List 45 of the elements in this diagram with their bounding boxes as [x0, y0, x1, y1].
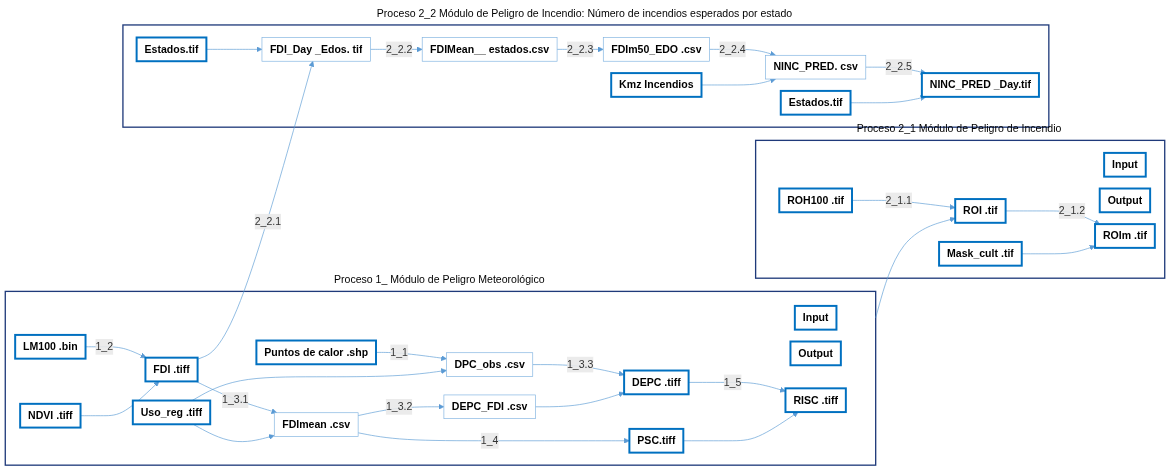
- node-box: Input: [1103, 151, 1147, 178]
- edge-label: 1_3.3: [566, 358, 594, 370]
- edge-label: 2_2.2: [385, 43, 413, 55]
- node-label: Proceso 1_ Módulo de Peligro Meteorológico: [333, 274, 545, 286]
- edge-label: 1_3.2: [385, 400, 413, 413]
- node-box: ROIm .tif: [1094, 223, 1156, 249]
- node-box: Kmz Incendios: [610, 72, 703, 98]
- edge-label: 2_2.4: [719, 43, 746, 55]
- node-box: PSC.tiff: [628, 427, 685, 454]
- node-box: Input: [793, 304, 838, 331]
- node-box: DPC_obs .csv: [446, 352, 534, 377]
- edge-label: 2_2.1: [254, 215, 282, 227]
- edge-label: 2_2.5: [885, 61, 912, 73]
- node-box: DEPC .tiff: [623, 369, 690, 396]
- node-box: FDI .tiff: [144, 356, 199, 383]
- node-box: Uso_reg .tiff: [131, 399, 212, 426]
- node-box: NINC_PRED. csv: [765, 54, 867, 80]
- edge-label: 2_1.1: [885, 194, 912, 206]
- node-box: ROI .tif: [954, 198, 1007, 224]
- edge-label: 1_3.1: [222, 394, 249, 406]
- node-box: LM100 .bin: [14, 333, 87, 360]
- cluster: [754, 139, 1166, 279]
- edge-label: 1_1: [390, 346, 408, 358]
- cluster: [4, 290, 877, 466]
- node-box: FDI_Day _Edos. tif: [261, 37, 371, 62]
- node-box: ROH100 .tif: [778, 187, 853, 214]
- node-box: FDIm50_EDO .csv: [602, 37, 710, 62]
- node-box: FDImean .csv: [273, 412, 359, 437]
- node-box: NINC_PRED _Day.tif: [920, 72, 1040, 98]
- edge-label: 2_2.3: [566, 43, 594, 55]
- edge-label: 2_1.2: [1058, 205, 1086, 217]
- node-label: Proceso 2_2 Módulo de Peligro de Incendio: Número de incendios esperados por estado: [376, 7, 793, 20]
- node-box: Output: [789, 340, 842, 367]
- edge-label: 1_4: [480, 434, 499, 447]
- node-box: Estados.tif: [135, 36, 208, 63]
- node-box: NDVI .tiff: [19, 402, 82, 429]
- node-box: Mask_cult .tif: [938, 240, 1023, 267]
- node-box: Estados.tif: [779, 89, 852, 116]
- edge-label: 1_5: [723, 376, 742, 388]
- node-box: Output: [1098, 187, 1152, 214]
- node-box: DEPC_FDI .csv: [443, 394, 536, 419]
- node-box: RISC .tiff: [784, 387, 847, 414]
- node-box: FDIMean__ estados.csv: [421, 37, 558, 62]
- edge-label: 1_2: [95, 340, 114, 353]
- node-box: Puntos de calor .shp: [255, 339, 377, 366]
